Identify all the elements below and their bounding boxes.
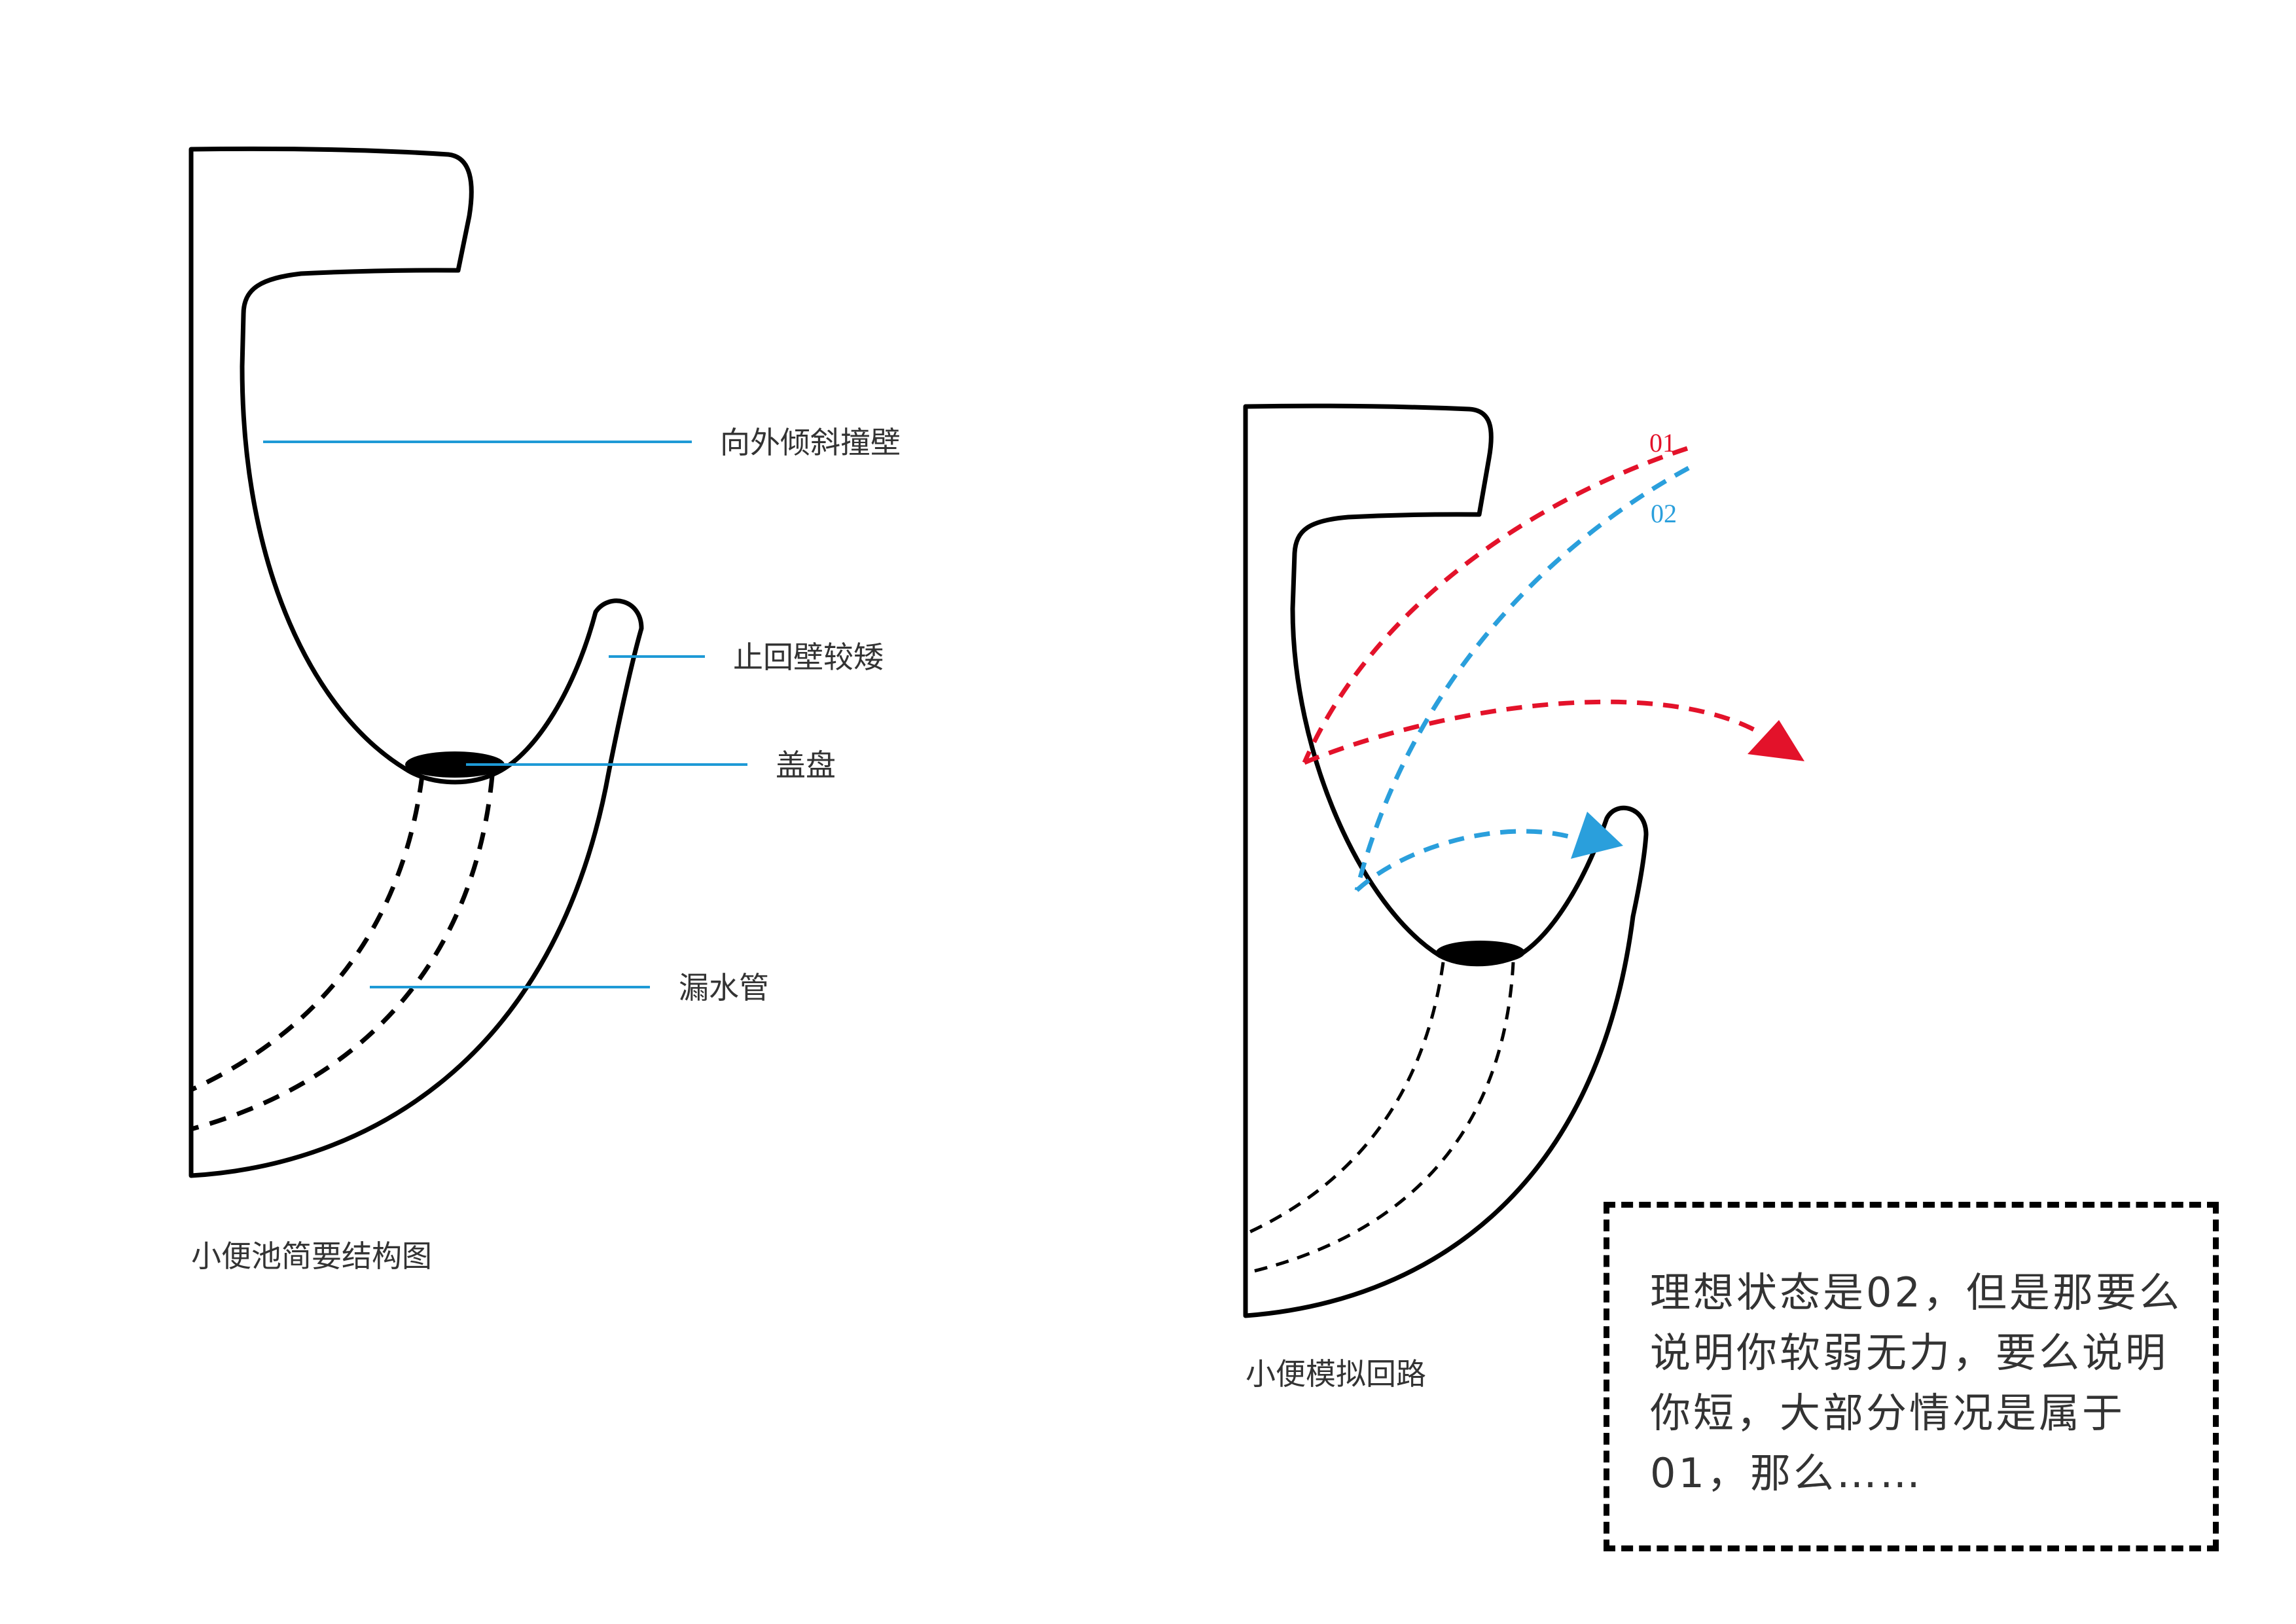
drain-pipe-wall-inner-left — [190, 775, 425, 1092]
trajectory-01-arrowhead — [1748, 720, 1804, 761]
trajectory-01-stream — [1302, 446, 1689, 764]
drain-pipe-wall-outer-right — [1245, 962, 1515, 1275]
note-text: 理想状态是02，但是那要么说明你软弱无力，要么说明你短，大部分情况是属于01，那… — [1650, 1269, 2182, 1497]
label-cover-plate: 盖盘 — [776, 748, 836, 783]
trajectory-01-bounce — [1303, 699, 1762, 765]
trajectory-01-tag: 01 — [1649, 428, 1676, 458]
caption-left: 小便池简要结构图 — [191, 1238, 432, 1274]
cover-plate-left — [405, 751, 505, 778]
label-drain-pipe: 漏水管 — [679, 970, 769, 1005]
urinal-outline-left — [188, 146, 644, 1178]
drain-pipe-wall-outer-left — [190, 775, 495, 1132]
urinal-structure-diagram: 向外倾斜撞壁 止回壁较矮 盖盘 漏水管 小便池简要结构图 — [188, 146, 901, 1274]
note-box: 理想状态是02，但是那要么说明你软弱无力，要么说明你短，大部分情况是属于01，那… — [1604, 1202, 2219, 1551]
drain-pipe-wall-inner-right — [1244, 962, 1445, 1236]
urinal-outline-right — [1243, 403, 1649, 1318]
trajectory-02-tag: 02 — [1651, 499, 1677, 528]
urination-path-diagram: 01 02 小便模拟回路 — [1243, 403, 1804, 1392]
caption-right: 小便模拟回路 — [1246, 1356, 1426, 1392]
trajectory-02-bounce — [1355, 829, 1575, 892]
label-low-back-wall: 止回壁较矮 — [733, 640, 884, 675]
trajectory-02-arrowhead — [1571, 812, 1623, 859]
trajectory-02-stream — [1354, 465, 1690, 891]
cover-plate-right — [1436, 941, 1525, 964]
label-outward-wall: 向外倾斜撞壁 — [720, 425, 901, 460]
